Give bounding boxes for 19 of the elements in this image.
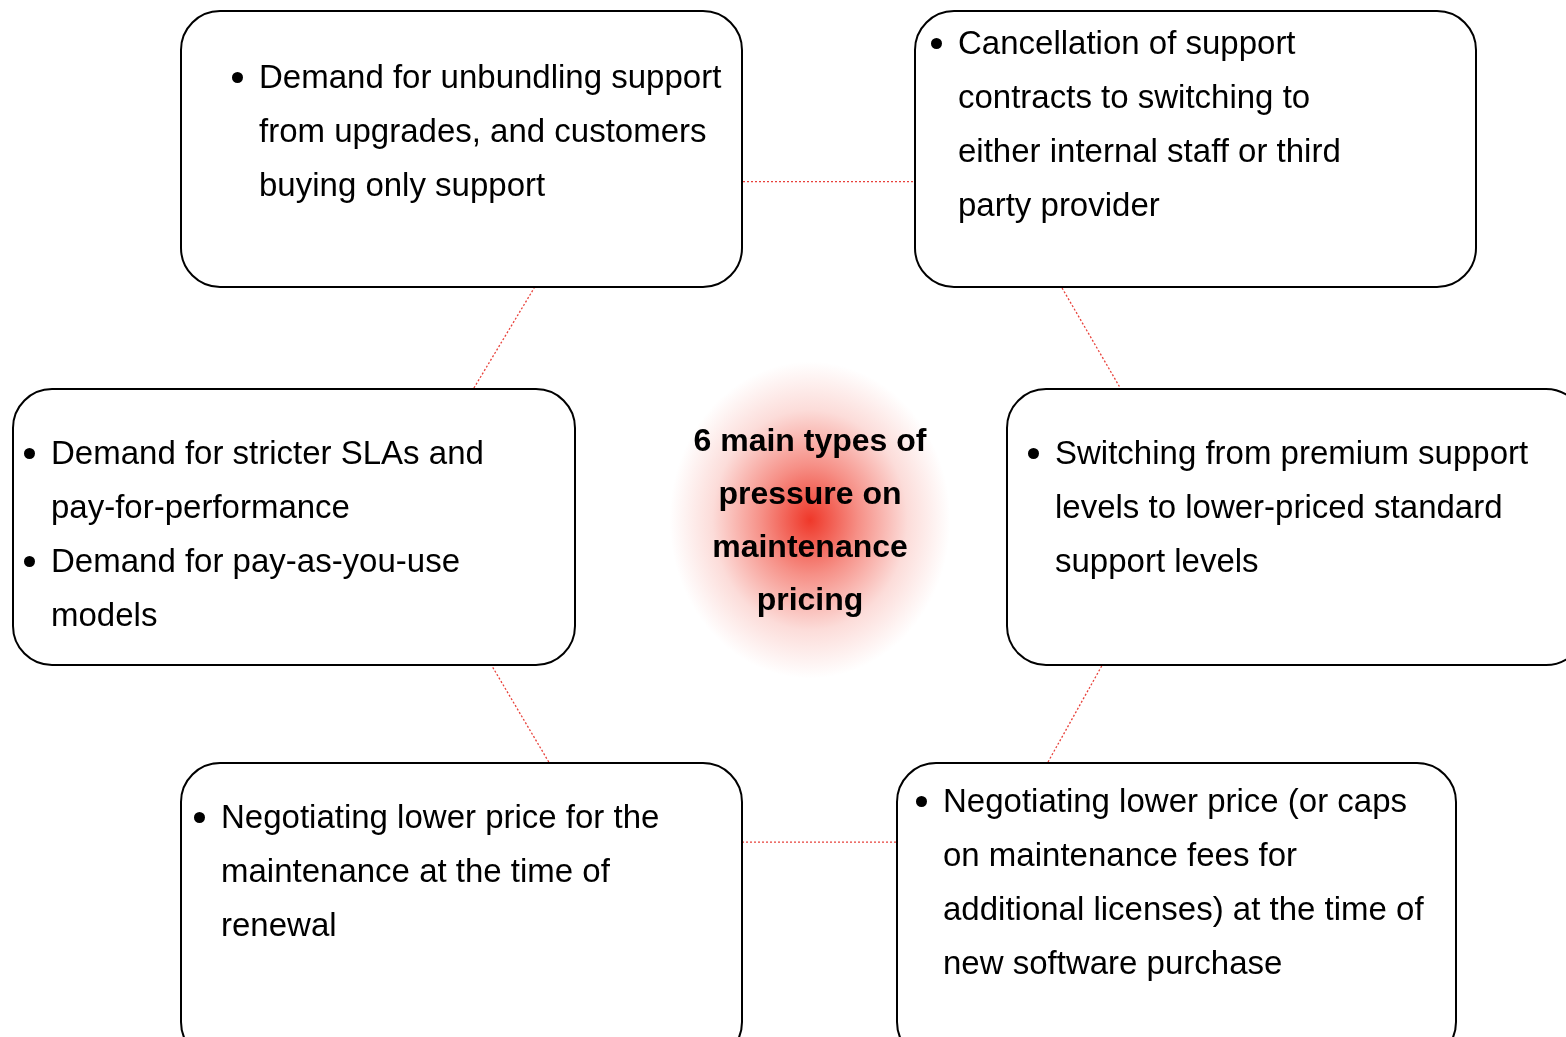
bullet-text: Negotiating lower price for the maintenance at the time of renewal	[221, 797, 661, 945]
rounded-box	[12, 388, 576, 666]
bullet-text: Cancellation of support contracts to switching to either internal staff or third party provider	[958, 23, 1342, 225]
rounded-box	[180, 762, 743, 1037]
rounded-box	[1006, 388, 1566, 666]
dotted-connector	[742, 180, 915, 183]
rounded-box	[180, 10, 743, 288]
bullet-text: Demand for unbundling support from upgrades, and customers buying only support	[259, 57, 723, 205]
dotted-connector	[1061, 287, 1121, 389]
dotted-connector	[491, 665, 550, 763]
bullet-text: Switching from premium support levels to lower-priced standard support levels	[1055, 433, 1530, 581]
bullet-text: Negotiating lower price (or caps on maintenance fees for additional licenses) at the time of new software purchase	[943, 781, 1425, 983]
rounded-box	[914, 10, 1477, 288]
center-title: 6 main types of pressure on maintenance pricing	[692, 421, 928, 619]
bullet-text: Demand for pay-as-you-use models	[51, 541, 462, 635]
rounded-box	[896, 762, 1457, 1037]
bullet-text: Demand for stricter SLAs and pay-for-performance	[51, 433, 485, 527]
dotted-connector	[473, 287, 535, 389]
dotted-connector	[1047, 665, 1103, 763]
